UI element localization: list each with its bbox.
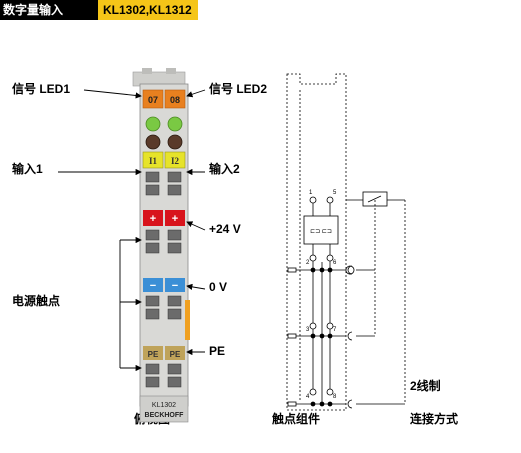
plus-tag-1: [143, 210, 163, 226]
housing-outline: [286, 73, 347, 411]
label-input2: 输入2: [209, 162, 240, 176]
connector-row-1: [145, 171, 182, 196]
led-2-orange: [164, 89, 186, 109]
led-dark-1: [145, 134, 161, 150]
led-dark-2: [167, 134, 183, 150]
label-2-wire: 2线制: [410, 379, 441, 393]
led-1-orange: [142, 89, 164, 109]
label-contact-assembly: 触点组件: [272, 412, 321, 426]
svg-text:−: −: [150, 280, 156, 292]
terminal-brand: BECKHOFF: [145, 412, 185, 419]
svg-text:⊏⊐ ⊏⊐: ⊏⊐ ⊏⊐: [310, 229, 332, 235]
svg-text:+: +: [150, 213, 156, 225]
svg-text:3: 3: [306, 327, 310, 333]
connector-row-3: [145, 295, 182, 320]
input-tag-2: [164, 151, 186, 169]
svg-text:1: 1: [309, 190, 313, 196]
connector-row-4: [145, 363, 182, 388]
svg-text:5: 5: [333, 190, 337, 196]
svg-text:I1: I1: [149, 156, 158, 166]
svg-text:I2: I2: [171, 156, 180, 166]
minus-tag-1: [143, 278, 163, 292]
led-2-text: 08: [170, 95, 180, 105]
terminal-model-tag: KL1302: [152, 402, 176, 409]
label-plus24v: +24 V: [209, 222, 241, 236]
input-tag-1: [142, 151, 164, 169]
input-module-box: [303, 215, 339, 245]
schematic: ⊏⊐ ⊏⊐: [286, 73, 406, 411]
label-input1: 输入1: [12, 162, 43, 176]
label-power-contacts: 电源触点: [12, 294, 61, 308]
label-0v: 0 V: [209, 280, 228, 294]
pe-tag-2: [165, 346, 185, 360]
category-title: 数字量输入: [0, 0, 98, 20]
label-signal-led1: 信号 LED1: [12, 82, 71, 96]
svg-text:+: +: [172, 213, 178, 225]
plus-tag-2: [165, 210, 185, 226]
label-pe: PE: [209, 344, 226, 358]
model-title: KL1302,KL1312: [98, 0, 198, 20]
pointer-lines: [58, 89, 206, 372]
label-signal-led2: 信号 LED2: [209, 82, 268, 96]
minus-tag-2: [165, 278, 185, 292]
svg-text:4: 4: [306, 394, 310, 400]
svg-text:PE: PE: [170, 350, 181, 359]
connector-row-2: [145, 229, 182, 254]
led-green-2: [167, 116, 183, 132]
pe-tag-1: [143, 346, 163, 360]
svg-text:6: 6: [333, 260, 337, 266]
svg-text:PE: PE: [148, 350, 159, 359]
label-connection-type: 连接方式: [410, 412, 459, 426]
svg-text:2: 2: [306, 260, 310, 266]
led-1-text: 07: [148, 95, 158, 105]
side-latch: [185, 300, 190, 340]
pin-labels: 1 5 2 6 3 7 4 8: [306, 190, 337, 400]
svg-text:7: 7: [333, 327, 337, 333]
external-switch: [362, 191, 388, 207]
led-green-1: [145, 116, 161, 132]
svg-text:−: −: [172, 280, 178, 292]
svg-text:8: 8: [333, 394, 337, 400]
